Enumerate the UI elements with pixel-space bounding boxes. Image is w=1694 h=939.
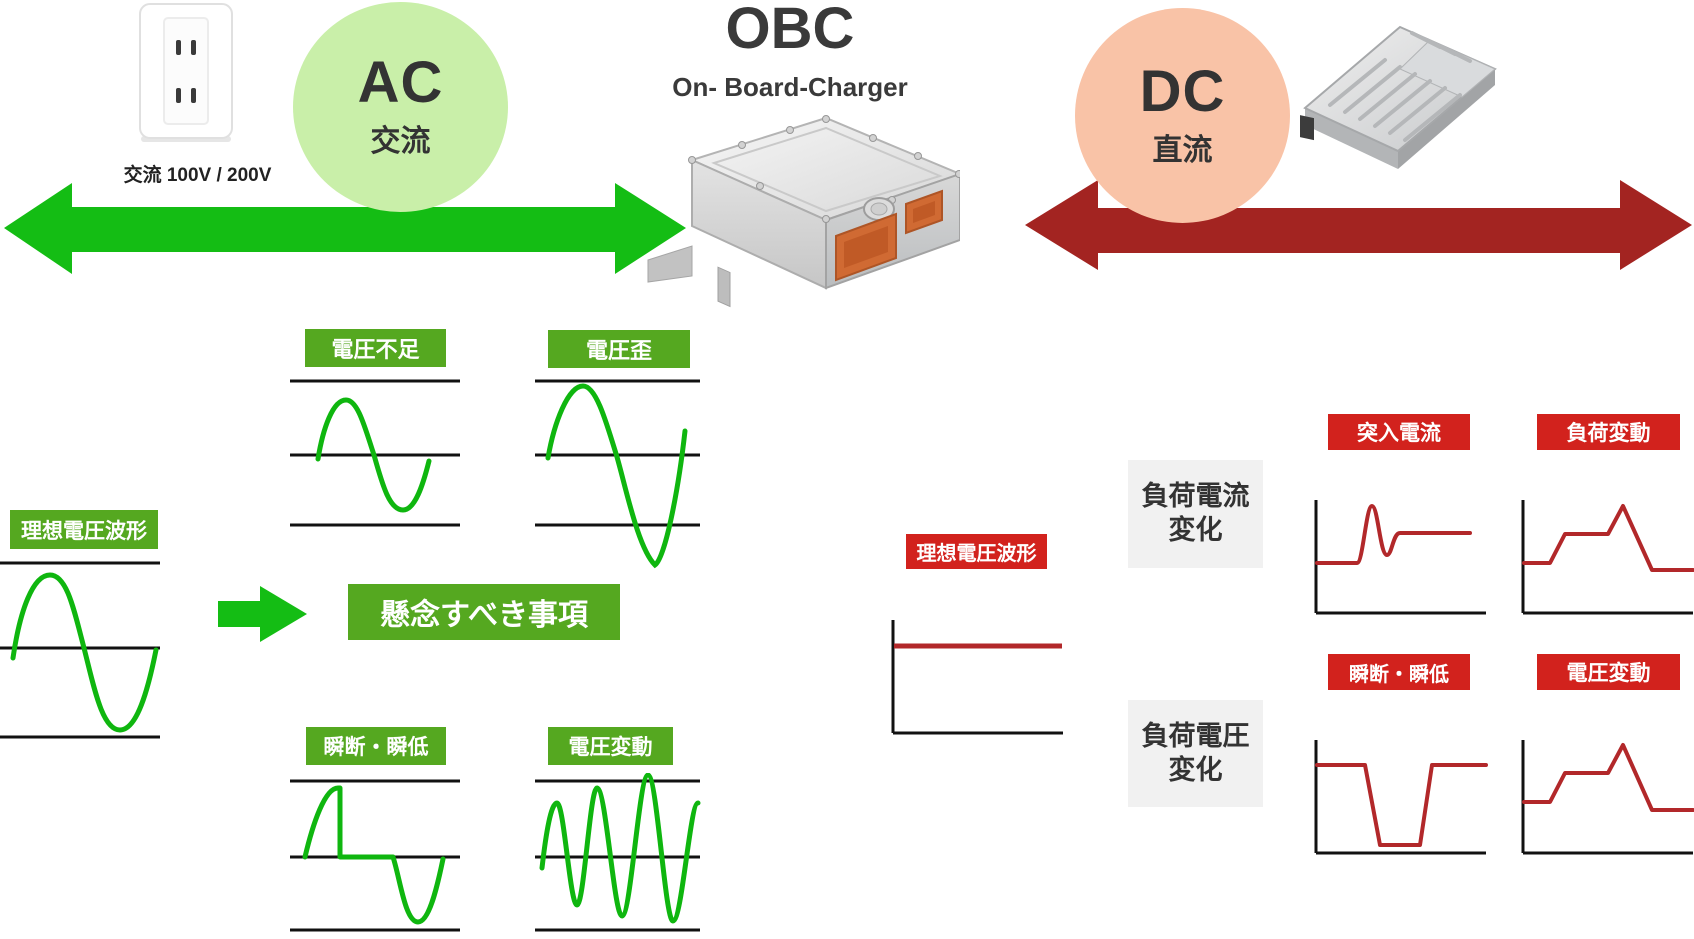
load-voltage-line1: 負荷電圧 — [1141, 720, 1250, 751]
inrush-current-label: 突入電流 — [1328, 414, 1470, 450]
dc-voltage-fluctuation-label: 電圧変動 — [1537, 654, 1680, 690]
load-voltage-line2: 変化 — [1168, 754, 1223, 785]
obc-title: OBC — [725, 0, 855, 61]
load-fluctuation-chart — [1521, 500, 1694, 615]
dc-voltage-fluctuation-chart — [1521, 740, 1694, 855]
ac-title: AC — [357, 50, 444, 115]
ac-double-arrow-icon — [4, 183, 686, 274]
undervoltage-chart — [290, 379, 460, 527]
load-fluctuation-label: 負荷変動 — [1537, 414, 1680, 450]
ac-interruption-chart — [290, 779, 460, 932]
distortion-chart — [535, 379, 700, 569]
dc-interruption-chart — [1314, 740, 1488, 855]
ac-fluctuation-chart — [535, 773, 701, 932]
concern-box: 懸念すべき事項 — [348, 584, 620, 640]
ac-fluctuation-label: 電圧変動 — [548, 727, 673, 765]
obc-charger-image — [647, 115, 960, 308]
ac-ideal-waveform-label: 理想電圧波形 — [10, 510, 158, 549]
obc-heading: OBC On- Board-Charger — [640, 0, 940, 103]
dc-double-arrow-icon — [1025, 180, 1692, 270]
load-current-change-box: 負荷電流 変化 — [1128, 460, 1263, 568]
ac-interruption-label: 瞬断・瞬低 — [306, 727, 446, 765]
ac-circle: AC 交流 — [293, 2, 508, 212]
obc-subtitle: On- Board-Charger — [672, 72, 908, 102]
dc-subtitle: 直流 — [1152, 133, 1213, 167]
load-current-line1: 負荷電流 — [1141, 481, 1250, 512]
wall-outlet-image — [139, 3, 233, 142]
battery-image — [1300, 25, 1497, 169]
inrush-current-chart — [1314, 500, 1486, 615]
ac-subtitle: 交流 — [370, 125, 431, 158]
distortion-label: 電圧歪 — [548, 330, 690, 368]
undervoltage-label: 電圧不足 — [305, 329, 446, 367]
ac-ideal-waveform-chart — [0, 561, 160, 739]
dc-ideal-waveform-label: 理想電圧波形 — [906, 534, 1047, 569]
dc-circle: DC 直流 — [1075, 8, 1290, 223]
arrow-right-icon — [218, 586, 307, 642]
dc-title: DC — [1139, 58, 1226, 124]
outlet-caption: 交流 100V / 200V — [123, 165, 272, 186]
dc-ideal-waveform-chart — [891, 620, 1063, 735]
load-current-line2: 変化 — [1168, 515, 1223, 545]
dc-interruption-label: 瞬断・瞬低 — [1328, 654, 1470, 690]
load-voltage-change-box: 負荷電圧 変化 — [1128, 700, 1263, 807]
